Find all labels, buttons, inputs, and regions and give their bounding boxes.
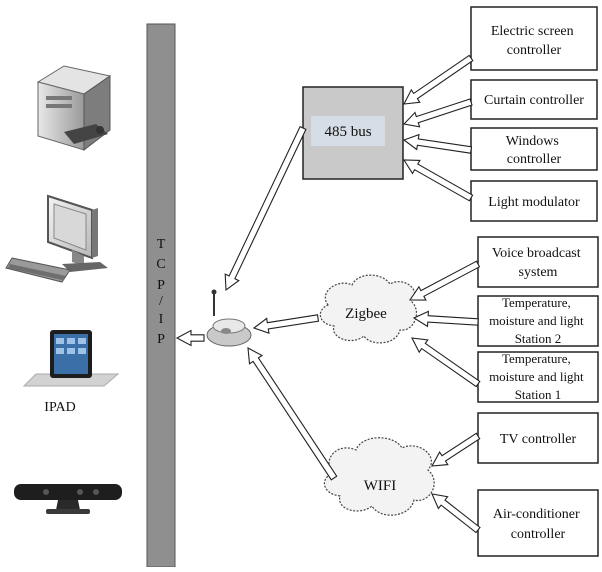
wifi-label: WIFI	[364, 478, 397, 494]
tcpip-label-char: I	[159, 312, 164, 327]
tcpip-label-char: P	[157, 332, 165, 347]
arrow-aircon-to-wifi	[431, 493, 481, 534]
motion-sensor-bar-icon	[14, 484, 122, 514]
device-box-tv: TV controller	[477, 412, 599, 464]
device-box-light-modulator: Light modulator	[470, 180, 598, 222]
svg-text:Light modulator: Light modulator	[488, 195, 580, 210]
arrow-light-modulator-to-hub	[402, 159, 474, 202]
arrow-station2-to-zigbee	[412, 310, 479, 328]
device-box-curtain: Curtain controller	[470, 79, 598, 120]
device-box-windows: Windows controller	[470, 127, 598, 171]
monitor-keyboard-icon	[5, 194, 108, 283]
device-label-line: controller	[507, 43, 562, 58]
device-label-line: moisture and light	[489, 369, 584, 384]
svg-text:Windows controller: Windows controller	[506, 134, 563, 167]
device-box-air-conditioner: Air-conditioner controller	[477, 489, 599, 557]
device-label-line: Curtain controller	[484, 93, 584, 108]
device-label-line: system	[519, 265, 558, 280]
tcpip-label-char: C	[156, 257, 165, 272]
arrow-wifi-to-gateway	[247, 347, 338, 481]
connection-arrows	[175, 54, 481, 534]
arrow-zigbee-to-gateway	[252, 314, 320, 335]
device-label-line: TV controller	[500, 432, 577, 447]
device-label-line: Temperature,	[502, 351, 571, 366]
arrow-windows-to-hub	[402, 133, 473, 154]
device-box-voice-broadcast: Voice broadcast system	[477, 236, 599, 288]
tcpip-label-char: T	[157, 237, 166, 252]
device-label-line: controller	[511, 527, 566, 542]
device-label-line: Air-conditioner	[493, 507, 580, 522]
device-label-line: controller	[507, 152, 562, 167]
tcpip-label-char: P	[157, 278, 165, 293]
device-label-line: Temperature,	[502, 295, 571, 310]
ipad-label: IPAD	[44, 400, 75, 415]
wireless-gateway-icon	[206, 289, 252, 347]
svg-text:Air-conditioner controll: Air-conditioner controller	[493, 507, 583, 542]
device-label-line: Voice broadcast	[492, 246, 581, 261]
svg-text:Voice broadcast system: Voice broadcast system	[492, 246, 584, 280]
device-label-line: Light modulator	[488, 195, 580, 210]
tablet-icon	[22, 330, 120, 387]
arrow-station1-to-zigbee	[411, 337, 481, 388]
wifi-cloud: WIFI	[323, 437, 435, 516]
arrow-hub-to-gateway	[224, 125, 307, 292]
desktop-computer-icon	[36, 65, 112, 152]
hub-485-label-bg	[311, 116, 385, 146]
hub-485-label: 485 bus	[324, 124, 371, 140]
svg-text:Temperature, moisture an: Temperature, moisture and light Station …	[489, 351, 587, 402]
tcpip-bus	[146, 23, 176, 568]
arrow-tv-to-wifi	[431, 432, 481, 467]
arrow-electric-screen-to-hub	[403, 54, 474, 105]
device-box-electric-screen: Electric screen controller	[470, 6, 598, 71]
device-box-station-1: Temperature, moisture and light Station …	[477, 351, 599, 403]
arrow-gateway-to-bus	[175, 329, 205, 347]
device-label-line: Electric screen	[491, 24, 574, 39]
device-label-line: Station 2	[515, 331, 562, 346]
device-label-line: Windows	[506, 134, 559, 149]
svg-text:TV controller: TV controller	[500, 432, 577, 447]
tcpip-label-char: /	[159, 294, 163, 309]
device-label-line: Station 1	[515, 387, 562, 402]
zigbee-cloud: Zigbee	[319, 274, 417, 344]
zigbee-label: Zigbee	[345, 306, 387, 322]
arrow-voice-to-zigbee	[408, 260, 481, 301]
svg-text:Electric screen controll: Electric screen controller	[491, 24, 577, 58]
svg-text:Curtain controller: Curtain controller	[484, 93, 584, 108]
svg-text:Temperature, moisture an: Temperature, moisture and light Station …	[489, 295, 587, 346]
device-label-line: moisture and light	[489, 313, 584, 328]
device-box-station-2: Temperature, moisture and light Station …	[477, 295, 599, 347]
arrow-curtain-to-hub	[402, 98, 473, 128]
tcpip-label: TCP/IP	[156, 237, 165, 347]
